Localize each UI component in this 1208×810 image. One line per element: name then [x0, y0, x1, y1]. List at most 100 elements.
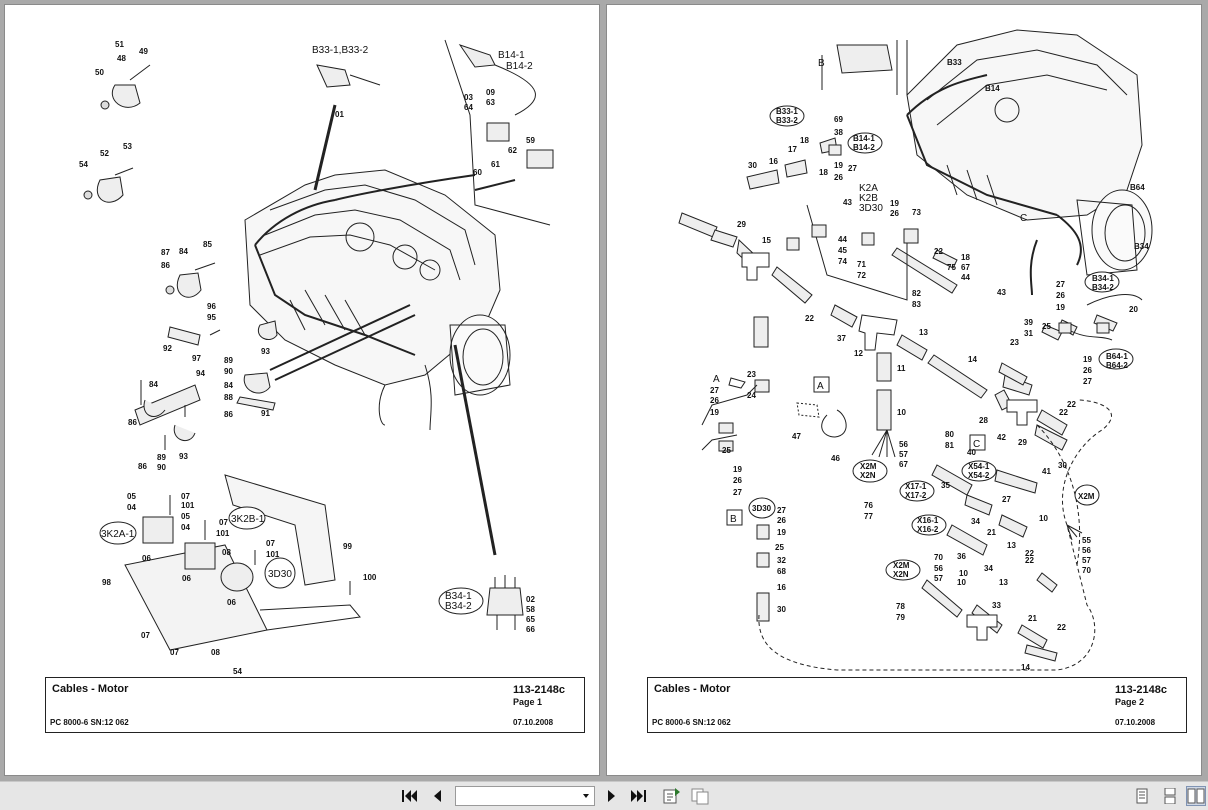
part-label: 08: [211, 648, 220, 657]
part-label: 26: [834, 173, 843, 182]
drawing-date: 07.10.2008: [1115, 718, 1156, 727]
part-label: 12: [854, 349, 863, 358]
part-label: 67: [899, 460, 908, 469]
part-number: 113-2148c: [1115, 684, 1167, 696]
sensor-label: B14-2: [506, 61, 533, 72]
part-label: 23: [1010, 338, 1019, 347]
part-label: 25: [1042, 322, 1051, 331]
part-label: 70: [934, 553, 943, 562]
sensor-label: B34-1: [1092, 274, 1114, 283]
part-label: 61: [491, 160, 500, 169]
parts-diagram-page-1: 51 49 48 50 54 52 53 87 84 85 86 96 95 9…: [79, 39, 554, 676]
part-label: 27: [1056, 280, 1065, 289]
part-label: 81: [945, 441, 954, 450]
page-label: Page 1: [513, 697, 543, 707]
document-viewer: 51 49 48 50 54 52 53 87 84 85 86 96 95 9…: [5, 5, 1201, 775]
part-label: 96: [207, 302, 216, 311]
part-label: 06: [182, 574, 191, 583]
part-label: 79: [896, 613, 905, 622]
continuous-page-view-button[interactable]: [1160, 786, 1180, 806]
part-label: 92: [163, 344, 172, 353]
sensor-label: B14-1: [498, 50, 525, 61]
part-label: 19: [710, 408, 719, 417]
part-label: 32: [777, 556, 786, 565]
part-label: 50: [95, 68, 104, 77]
part-label: 16: [777, 583, 786, 592]
part-label: 71: [857, 260, 866, 269]
part-label: 38: [834, 128, 843, 137]
part-label: 60: [473, 168, 482, 177]
copy-icon: [691, 788, 709, 805]
part-label: 56: [1082, 546, 1091, 555]
part-label: 19: [1056, 303, 1065, 312]
page1-labels: 51 49 48 50 54 52 53 87 84 85 86 96 95 9…: [79, 40, 535, 676]
part-label: 14: [1021, 663, 1030, 672]
document-page-1: 51 49 48 50 54 52 53 87 84 85 86 96 95 9…: [5, 5, 599, 775]
part-label: 53: [123, 142, 132, 151]
connector-label: X54-2: [968, 471, 990, 480]
part-label: 07: [141, 631, 150, 640]
part-number: 113-2148c: [513, 684, 565, 696]
part-label: 48: [117, 54, 126, 63]
machine-model: PC 8000-6 SN:12 062: [50, 718, 129, 727]
part-label: 84: [224, 381, 233, 390]
two-page-icon: [1187, 788, 1205, 804]
part-label: 86: [224, 410, 233, 419]
part-label: 13: [919, 328, 928, 337]
relay-label: 3K2B-1: [231, 514, 265, 525]
parts-diagram-page-2: B B33 B14 B33-1 B33-2 69 38 B14-1 B14-2 …: [678, 29, 1153, 672]
part-label: 97: [192, 354, 201, 363]
part-label: 27: [848, 164, 857, 173]
part-label: 69: [834, 115, 843, 124]
two-page-view-button[interactable]: [1186, 786, 1206, 806]
single-page-view-button[interactable]: [1132, 786, 1152, 806]
part-label: 24: [747, 391, 756, 400]
part-label: 94: [196, 369, 205, 378]
part-label: 59: [526, 136, 535, 145]
page-label: Page 2: [1115, 697, 1145, 707]
sensor-label: B64-2: [1106, 361, 1128, 370]
part-label: 101: [266, 550, 280, 559]
part-label: 16: [769, 157, 778, 166]
part-label: 84: [179, 247, 188, 256]
part-label: 22: [1067, 400, 1076, 409]
part-label: 27: [1083, 377, 1092, 386]
part-label: 27: [710, 386, 719, 395]
connector-label: X2M: [1078, 492, 1095, 501]
sensor-label: B33-1: [776, 107, 798, 116]
detail-box-label: A: [817, 381, 824, 392]
copy-button[interactable]: [689, 786, 711, 806]
sensor-label: B33: [947, 58, 962, 67]
part-label: 30: [1058, 461, 1067, 470]
last-page-button[interactable]: [628, 786, 650, 806]
part-label: 68: [777, 567, 786, 576]
export-button[interactable]: [660, 786, 682, 806]
sensor-label: B34-1: [445, 591, 472, 602]
relay-label: 3D30: [859, 203, 883, 214]
part-label: 40: [967, 448, 976, 457]
part-label: 20: [1129, 305, 1138, 314]
next-page-button[interactable]: [601, 786, 623, 806]
part-label: 27: [1002, 495, 1011, 504]
part-label: 27: [777, 506, 786, 515]
part-label: 85: [203, 240, 212, 249]
sensor-label: B34-2: [1092, 283, 1114, 292]
first-page-button[interactable]: [398, 786, 420, 806]
part-label: 25: [722, 446, 731, 455]
part-label: 42: [997, 433, 1006, 442]
part-label: 54: [233, 667, 242, 676]
connector-label: X16-1: [917, 516, 939, 525]
part-label: 101: [181, 501, 195, 510]
part-label: 55: [1082, 536, 1091, 545]
part-label: 09: [486, 88, 495, 97]
title-block: Cables - Motor 113-2148c Page 1 PC 8000-…: [45, 677, 585, 733]
sensor-label: B14: [985, 84, 1000, 93]
prev-page-button[interactable]: [426, 786, 448, 806]
part-label: 100: [363, 573, 377, 582]
part-label: 27: [733, 488, 742, 497]
part-label: 26: [777, 516, 786, 525]
part-label: 22: [1025, 549, 1034, 558]
drawing-date: 07.10.2008: [513, 718, 554, 727]
sensor-label: B64-1: [1106, 352, 1128, 361]
page-number-select[interactable]: [455, 786, 595, 806]
